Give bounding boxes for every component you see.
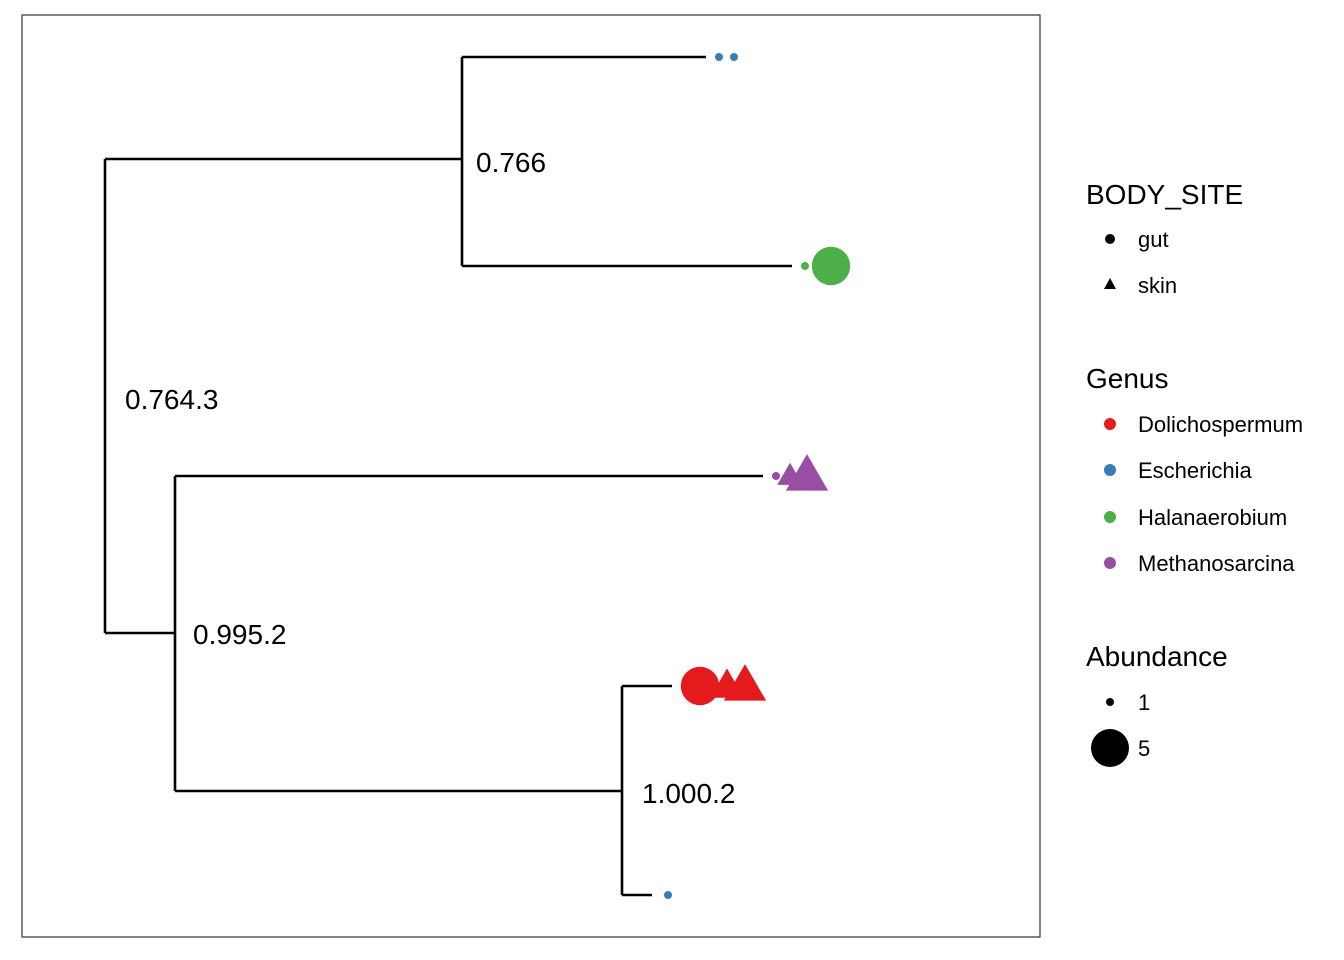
legend-body-site-skin-label: skin xyxy=(1138,273,1177,298)
legend-body-site: BODY_SITE gut skin xyxy=(1086,179,1243,298)
legend-body-site-gut-label: gut xyxy=(1138,227,1169,252)
legend-genus-methanosarcina-label: Methanosarcina xyxy=(1138,551,1295,576)
tip4-gut-point-1 xyxy=(680,666,720,706)
legend-skin-triangle-icon xyxy=(1104,278,1116,289)
legend-abundance-small-circle-icon xyxy=(1106,698,1114,706)
legend-methanosarcina-swatch xyxy=(1104,557,1116,569)
tip1-gut-point-2 xyxy=(730,53,738,61)
legend-abundance: Abundance 1 5 xyxy=(1086,641,1228,767)
tip4-skin-point-3 xyxy=(723,664,767,701)
legend-genus: Genus Dolichospermum Escherichia Halanae… xyxy=(1086,363,1303,576)
legend-abundance-title: Abundance xyxy=(1086,641,1228,672)
node-labels: 0.766 0.764.3 0.995.2 1.000.2 xyxy=(125,147,735,809)
legend-genus-escherichia-label: Escherichia xyxy=(1138,458,1252,483)
legend-escherichia-swatch xyxy=(1104,464,1116,476)
tip2-gut-point-4 xyxy=(811,246,851,286)
legend-body-site-title: BODY_SITE xyxy=(1086,179,1243,210)
node-label-inner-clade: 1.000.2 xyxy=(642,778,735,809)
legend-genus-title: Genus xyxy=(1086,363,1169,394)
legend-abundance-large-circle-icon xyxy=(1091,729,1129,767)
legend-genus-dolichospermum-label: Dolichospermum xyxy=(1138,412,1303,437)
legend-halanaerobium-swatch xyxy=(1104,511,1116,523)
tip1-gut-point-1 xyxy=(715,53,723,61)
node-label-top-clade: 0.766 xyxy=(476,147,546,178)
legend-genus-halanaerobium-label: Halanaerobium xyxy=(1138,505,1287,530)
tip-point-markers xyxy=(664,53,851,899)
tip3-gut-point-1 xyxy=(772,472,780,480)
legend-dolichospermum-swatch xyxy=(1104,418,1116,430)
legend-abundance-5-label: 5 xyxy=(1138,736,1150,761)
tip5-gut-point-1 xyxy=(664,891,672,899)
node-label-bottom-clade: 0.995.2 xyxy=(193,619,286,650)
tip2-gut-point-1 xyxy=(801,262,809,270)
tree-branches xyxy=(103,55,792,897)
node-label-root: 0.764.3 xyxy=(125,384,218,415)
legend-abundance-1-label: 1 xyxy=(1138,690,1150,715)
legend-gut-circle-icon xyxy=(1105,234,1115,244)
tip3-skin-point-3 xyxy=(785,454,829,491)
